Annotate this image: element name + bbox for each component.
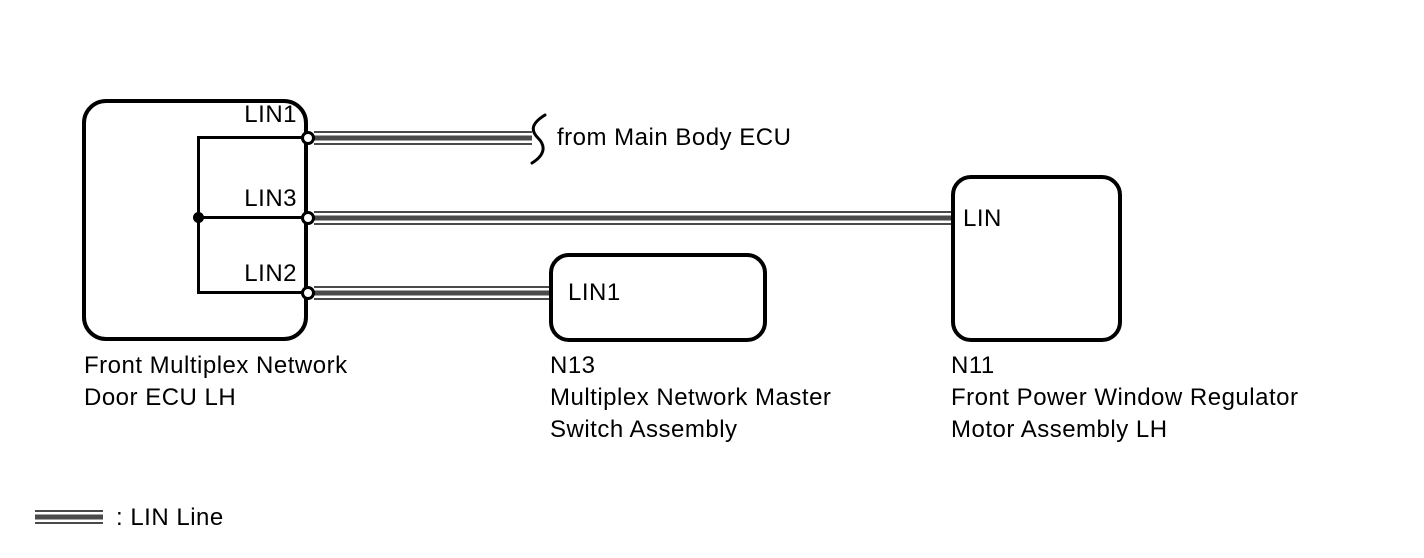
window-motor-caption-line1: N11 bbox=[951, 352, 995, 379]
lin1-wire-to-main-body-ecu bbox=[314, 131, 532, 145]
wire-break-squiggle-icon bbox=[530, 113, 547, 165]
door-ecu-caption-line2: Door ECU LH bbox=[84, 384, 237, 411]
window-motor-pin-label-lin: LIN bbox=[963, 205, 1002, 232]
window-motor-caption-line3: Motor Assembly LH bbox=[951, 416, 1168, 443]
master-switch-caption: N13 Multiplex Network Master Switch Asse… bbox=[550, 350, 831, 446]
door-ecu-pin-lin2 bbox=[301, 286, 315, 300]
door-ecu-caption: Front Multiplex Network Door ECU LH bbox=[84, 350, 348, 414]
legend-lin-line-label: : LIN Line bbox=[116, 504, 224, 531]
door-ecu-pin-label-lin2: LIN2 bbox=[244, 260, 297, 287]
door-ecu-pin-lin1 bbox=[301, 131, 315, 145]
window-motor-caption-line2: Front Power Window Regulator bbox=[951, 384, 1299, 411]
door-ecu-caption-line1: Front Multiplex Network bbox=[84, 352, 348, 379]
door-ecu-pin-label-lin3: LIN3 bbox=[244, 185, 297, 212]
master-switch-box bbox=[549, 253, 767, 342]
master-switch-pin-label-lin1: LIN1 bbox=[568, 279, 621, 306]
door-ecu-pin-label-lin1: LIN1 bbox=[244, 101, 297, 128]
lin3-wire-to-window-motor bbox=[314, 211, 953, 225]
master-switch-caption-line2: Multiplex Network Master bbox=[550, 384, 832, 411]
junction-dot bbox=[193, 212, 204, 223]
window-motor-caption: N11 Front Power Window Regulator Motor A… bbox=[951, 350, 1298, 446]
window-motor-box bbox=[951, 175, 1122, 342]
door-ecu-pin-lin3 bbox=[301, 211, 315, 225]
legend-lin-line-sample bbox=[35, 510, 103, 524]
lin2-wire-to-master-switch bbox=[314, 286, 551, 300]
master-switch-caption-line1: N13 bbox=[550, 352, 596, 379]
master-switch-caption-line3: Switch Assembly bbox=[550, 416, 738, 443]
door-ecu-internal-line-lin1 bbox=[199, 136, 308, 139]
door-ecu-internal-line-lin2 bbox=[199, 291, 308, 294]
from-main-body-ecu-label: from Main Body ECU bbox=[557, 124, 792, 151]
door-ecu-internal-line-lin3 bbox=[199, 216, 308, 219]
